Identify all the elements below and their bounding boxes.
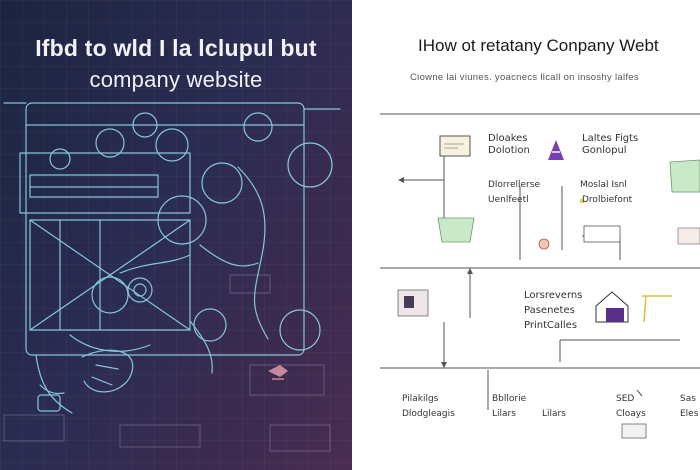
folder-icon: [397, 289, 429, 317]
yellow-dot-icon: [579, 198, 585, 204]
mini-card-icon: [583, 225, 621, 243]
label-b6: Cloays: [616, 409, 646, 419]
label-b7: Sas: [680, 394, 696, 404]
label-b4: Lilars: [492, 409, 516, 419]
green-tag-icon: [669, 159, 700, 193]
label-l7: Lorsreverns: [524, 290, 583, 301]
letter-a-icon: [548, 140, 564, 160]
document-icon: [439, 135, 471, 157]
hero-title: Ifbd to wld I la lclupul but company web…: [0, 34, 352, 94]
label-b8: Eles: [680, 409, 699, 419]
infographic-panel: IHow ot retatany Conpany Webt Ciowne lai…: [352, 0, 700, 470]
infographic-subtitle: Ciowne lai viunes. yoacnecs llcall on in…: [410, 72, 639, 83]
label-b3: Bbllorie: [492, 394, 527, 404]
infographic-title: IHow ot retatany Conpany Webt: [418, 36, 659, 55]
label-b2: Dlodgleagis: [402, 409, 455, 419]
crane-icon: [642, 295, 672, 323]
label-b4b: Lilars: [542, 409, 566, 419]
label-l4: Moslal Isnl: [580, 180, 627, 190]
dot-badge-icon: [538, 238, 550, 250]
small-device-icon: [677, 227, 700, 245]
hero-title-line2: company website: [89, 67, 263, 92]
label-b1: Pilakilgs: [402, 394, 439, 404]
bottom-card-icon: [621, 423, 647, 439]
hero-panel: Ifbd to wld I la lclupul but company web…: [0, 0, 352, 470]
house-icon: [595, 291, 629, 323]
label-l8: Pasenetes: [524, 305, 575, 316]
label-l5: Uenlfeetl: [488, 195, 529, 205]
process-diagram: [380, 113, 700, 439]
label-l6: Drolbiefont: [582, 195, 633, 205]
green-card-icon: [437, 217, 475, 243]
label-l3: Dlorrellerse: [488, 180, 540, 190]
figure-icon: [268, 365, 288, 380]
label-l9: PrintCalles: [524, 320, 578, 331]
wireframe-sketch: [3, 102, 341, 452]
hero-title-line1: Ifbd to wld I la lclupul but: [35, 35, 317, 61]
label-b5: SED: [616, 394, 635, 404]
